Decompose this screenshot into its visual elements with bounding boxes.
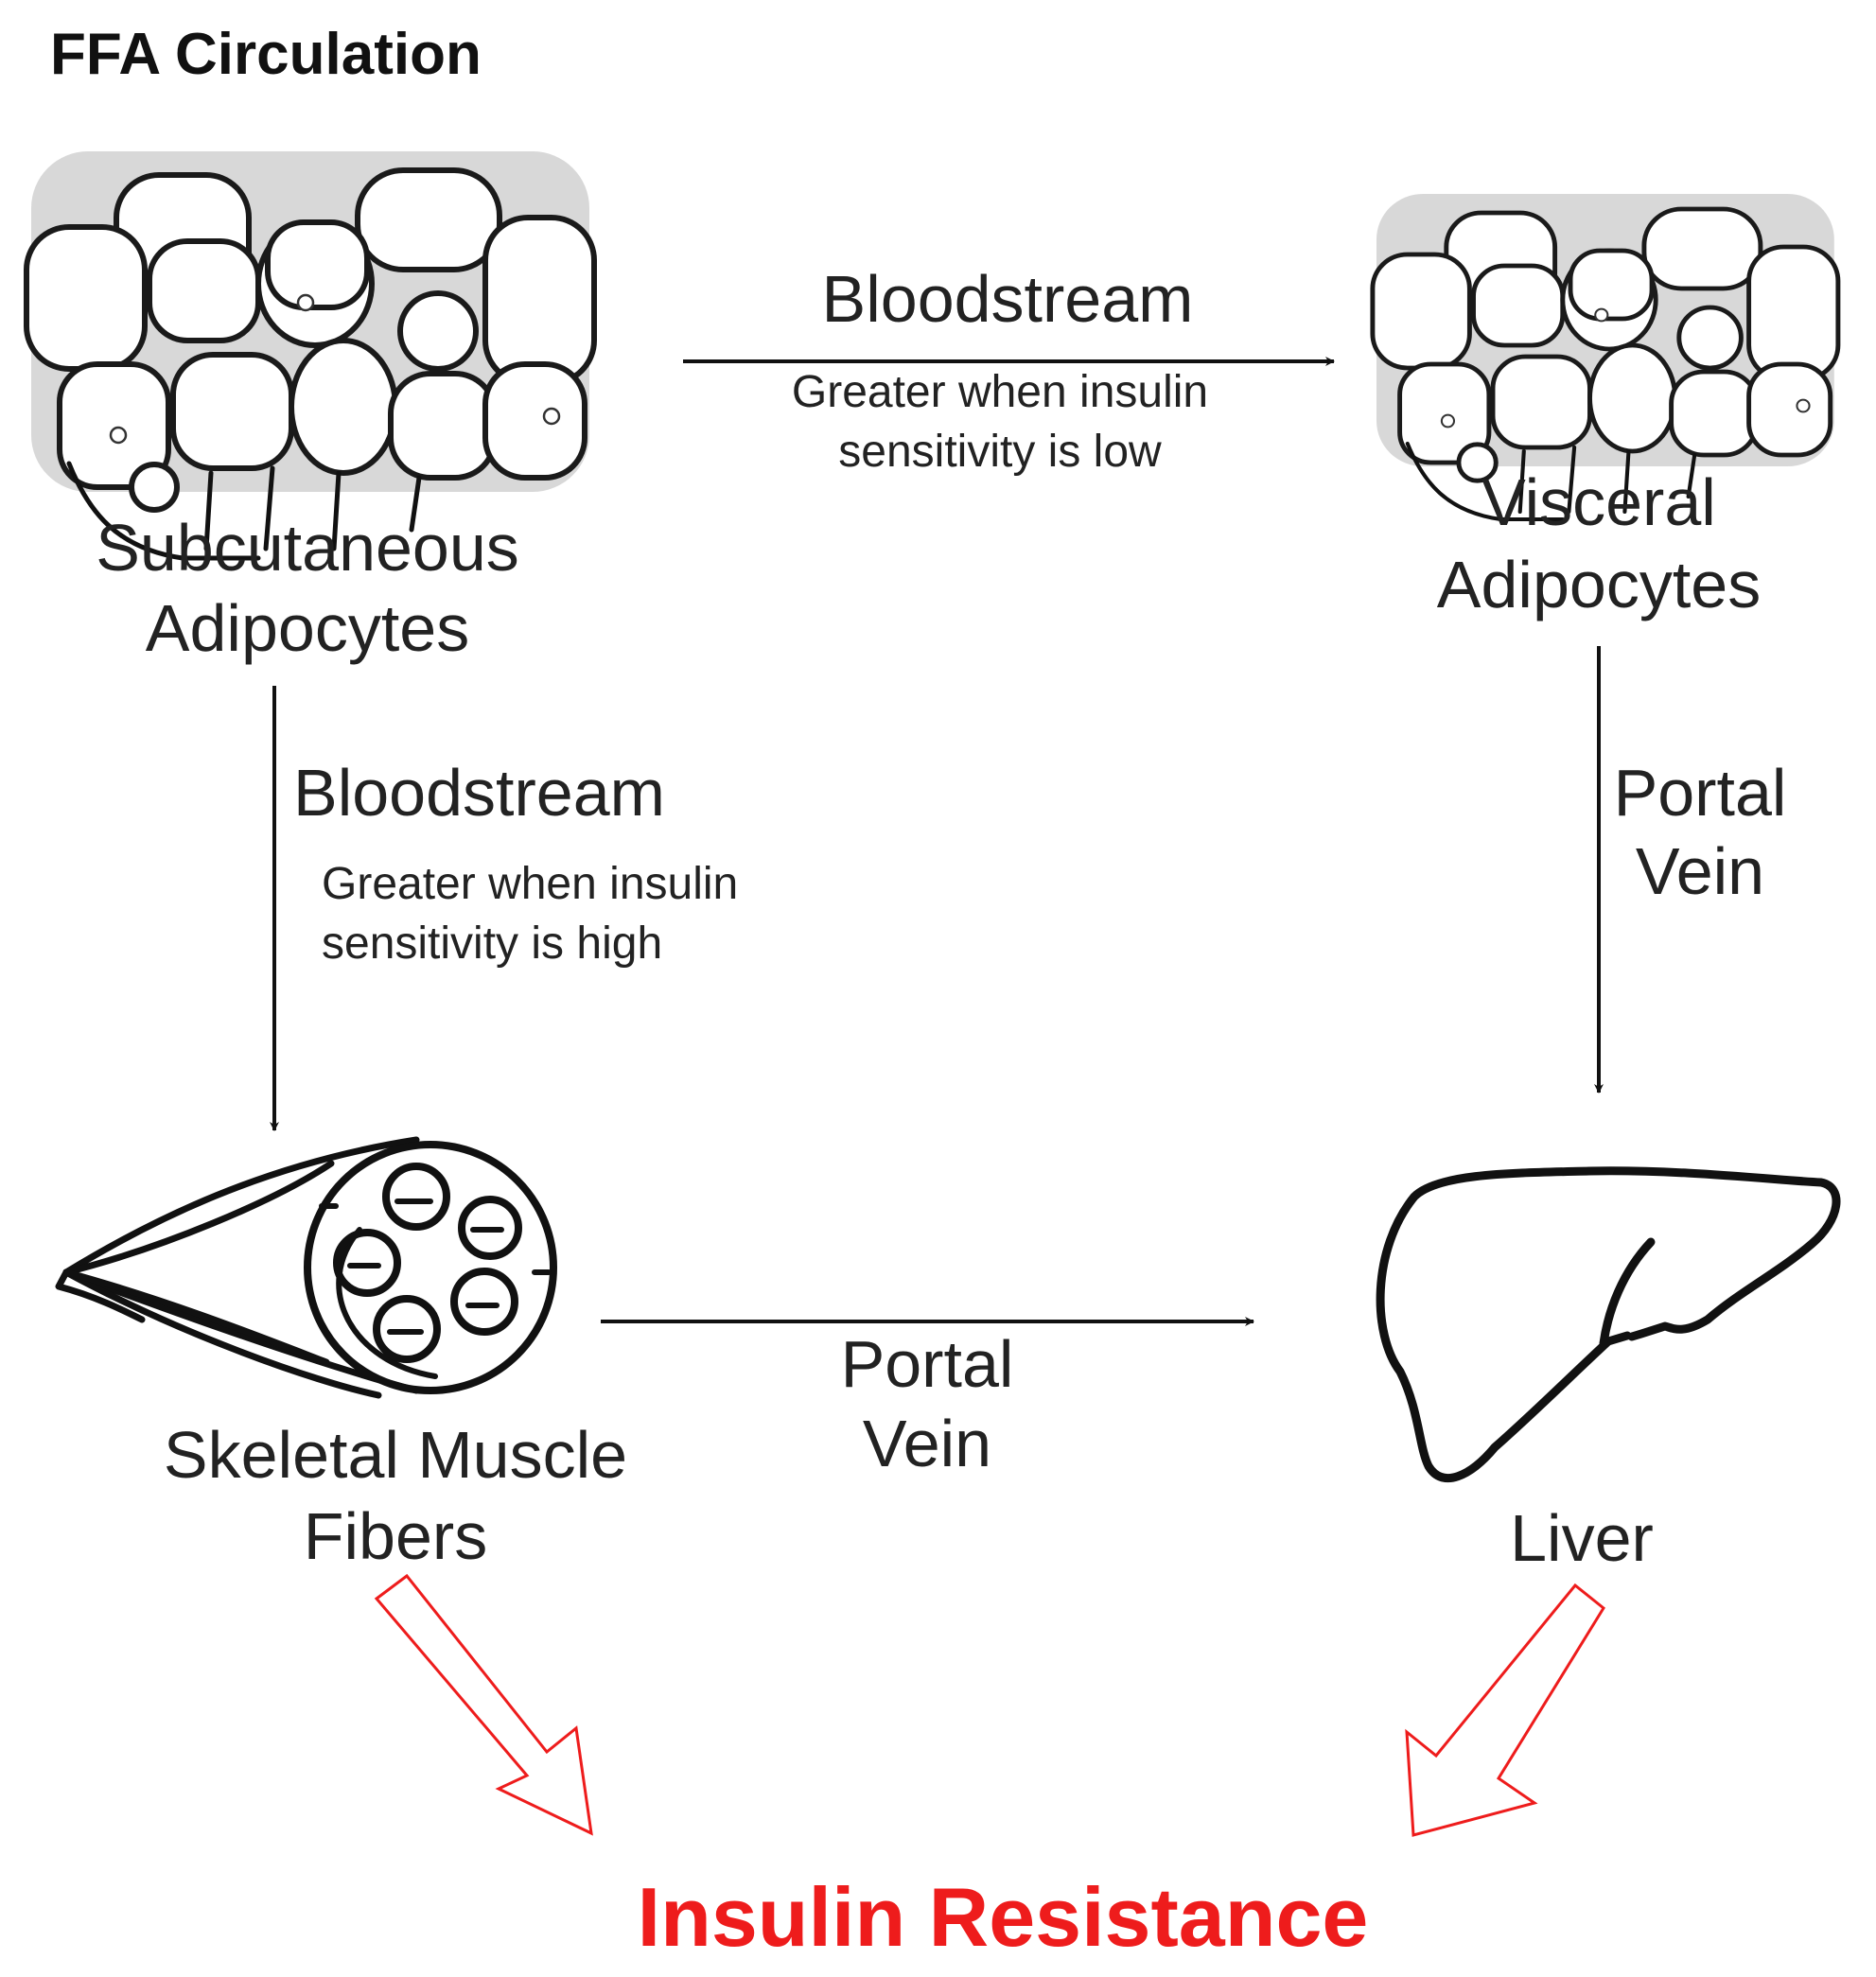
insulin-resistance-label: Insulin Resistance: [638, 1870, 1369, 1964]
sub-to-visceral-label: Bloodstream: [822, 262, 1194, 336]
visceral-to-liver-label-line1: Portal: [1614, 756, 1787, 830]
liver-label: Liver: [1510, 1501, 1654, 1575]
visceral-label-line1: Visceral: [1482, 465, 1716, 539]
muscle-to-liver-label-line2: Vein: [863, 1407, 991, 1480]
subcutaneous-label-line2: Adipocytes: [146, 591, 469, 665]
sub-to-muscle-note-line2: sensitivity is high: [322, 919, 662, 969]
sub-to-visceral-note-line1: Greater when insulin: [792, 367, 1208, 417]
subcutaneous-label-line1: Subcutaneous: [96, 511, 519, 585]
visceral-label-line2: Adipocytes: [1437, 548, 1761, 621]
subcutaneous-adipocytes-icon: [26, 151, 594, 558]
muscle-to-liver-label-line1: Portal: [841, 1327, 1014, 1401]
sub-to-visceral-note-line2: sensitivity is low: [838, 427, 1162, 477]
liver-to-resistance-arrow: [1405, 1583, 1605, 1837]
muscle-fiber-bundle-icon: [55, 1136, 557, 1399]
muscle-to-resistance-arrow: [374, 1573, 593, 1836]
sub-to-muscle-label: Bloodstream: [293, 756, 665, 830]
visceral-to-liver-label-line2: Vein: [1636, 834, 1764, 908]
muscle-label-line1: Skeletal Muscle: [164, 1418, 627, 1492]
liver-outline-icon: [1376, 1166, 1841, 1483]
diagram-title: FFA Circulation: [50, 22, 482, 87]
sub-to-muscle-note-line1: Greater when insulin: [322, 859, 738, 909]
muscle-label-line2: Fibers: [304, 1499, 487, 1573]
